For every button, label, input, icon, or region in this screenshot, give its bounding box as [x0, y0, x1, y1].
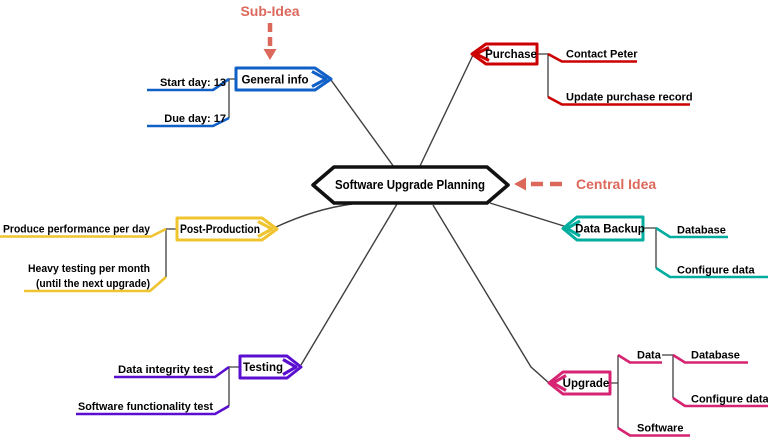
child-underline — [617, 426, 690, 437]
child-underline — [617, 353, 662, 364]
grandchild-topic-database[interactable]: Database — [691, 350, 740, 362]
child-topic-data[interactable]: Data — [637, 350, 662, 362]
elbow-upgrade-data — [662, 354, 674, 398]
branch-purchase: Purchase Contact Peter Update purchase r… — [470, 42, 693, 106]
child-topic-software-functionality-test[interactable]: Software functionality test — [78, 401, 213, 413]
central-topic-label[interactable]: Software Upgrade Planning — [335, 177, 485, 192]
child-underline — [24, 276, 167, 293]
child-topic-produce-performance[interactable]: Produce performance per day — [3, 224, 151, 236]
topic-shape-data-backup[interactable] — [561, 215, 645, 242]
child-underline — [672, 353, 748, 364]
topic-label-post-production[interactable]: Post-Production — [180, 224, 260, 236]
child-underline — [547, 52, 637, 63]
central-idea-annotation: Central Idea — [514, 176, 656, 192]
child-underline — [147, 77, 230, 92]
topic-chevron-icon — [282, 358, 298, 376]
topic-label-data-backup[interactable]: Data Backup — [575, 224, 645, 236]
branch-connectors — [275, 54, 568, 384]
grandchild-topic-configure-data[interactable]: Configure data — [691, 394, 768, 406]
child-topic-database[interactable]: Database — [677, 225, 726, 237]
child-topic-configure-data[interactable]: Configure data — [677, 265, 755, 277]
child-underline — [114, 365, 230, 379]
connector-line-post-production — [275, 203, 353, 228]
elbow-data-backup — [643, 227, 657, 268]
branch-post-production: Post-Production Produce performance per … — [0, 216, 279, 293]
central-idea-label: Central Idea — [576, 176, 656, 192]
child-underline — [147, 116, 230, 128]
central-idea-arrow-left-icon — [514, 177, 526, 191]
child-underline — [655, 226, 728, 239]
branch-general-info: General info Start day: 13 Due day: 17 — [147, 66, 333, 128]
topic-label-upgrade[interactable]: Upgrade — [563, 378, 610, 390]
topic-label-testing[interactable]: Testing — [243, 362, 283, 374]
sub-idea-label: Sub-Idea — [240, 3, 299, 19]
connector-line-general-info — [330, 79, 395, 168]
topic-label-purchase[interactable]: Purchase — [485, 49, 537, 61]
topic-shape-general-info[interactable] — [234, 66, 333, 92]
sub-idea-annotation: Sub-Idea — [240, 3, 300, 60]
elbow-purchase — [537, 53, 549, 97]
central-topic-shape[interactable] — [311, 165, 510, 205]
topic-label-general-info[interactable]: General info — [241, 75, 308, 87]
branch-upgrade: Upgrade Data Database Configure data Sof… — [547, 350, 768, 437]
connector-line-data-backup — [489, 202, 568, 228]
child-topic-contact-peter[interactable]: Contact Peter — [566, 49, 638, 61]
child-underline — [672, 396, 768, 408]
topic-chevron-icon — [551, 374, 567, 392]
connector-line-upgrade — [432, 204, 550, 384]
child-underline — [547, 95, 690, 106]
child-underline — [0, 227, 167, 238]
connector-line-testing — [300, 203, 398, 366]
child-underline — [76, 404, 230, 416]
topic-chevron-icon — [311, 70, 328, 88]
topic-shape-post-production[interactable] — [175, 216, 279, 242]
topic-chevron-icon — [565, 219, 581, 238]
child-topic-due-day[interactable]: Due day: 17 — [164, 113, 226, 125]
branch-data-backup: Data Backup Database Configure data — [561, 215, 768, 279]
child-topic-update-purchase-record[interactable]: Update purchase record — [566, 92, 693, 104]
sub-idea-arrow-down-icon — [263, 49, 277, 60]
branch-testing: Testing Data integrity test Software fun… — [76, 354, 303, 416]
elbow-post-production — [165, 228, 177, 277]
central-topic[interactable]: Software Upgrade Planning — [311, 165, 510, 205]
topic-chevron-icon — [257, 220, 274, 238]
child-topic-software[interactable]: Software — [637, 423, 683, 435]
child-topic-start-day[interactable]: Start day: 13 — [160, 77, 226, 89]
topic-chevron-icon — [474, 46, 490, 62]
elbow-testing — [228, 366, 240, 406]
child-topic-data-integrity-test[interactable]: Data integrity test — [118, 364, 213, 376]
child-topic-heavy-testing-line1[interactable]: Heavy testing per month — [28, 263, 150, 275]
child-topic-heavy-testing-line2[interactable]: (until the next upgrade) — [36, 278, 150, 290]
connector-line-purchase — [419, 54, 474, 167]
child-underline — [655, 266, 768, 279]
